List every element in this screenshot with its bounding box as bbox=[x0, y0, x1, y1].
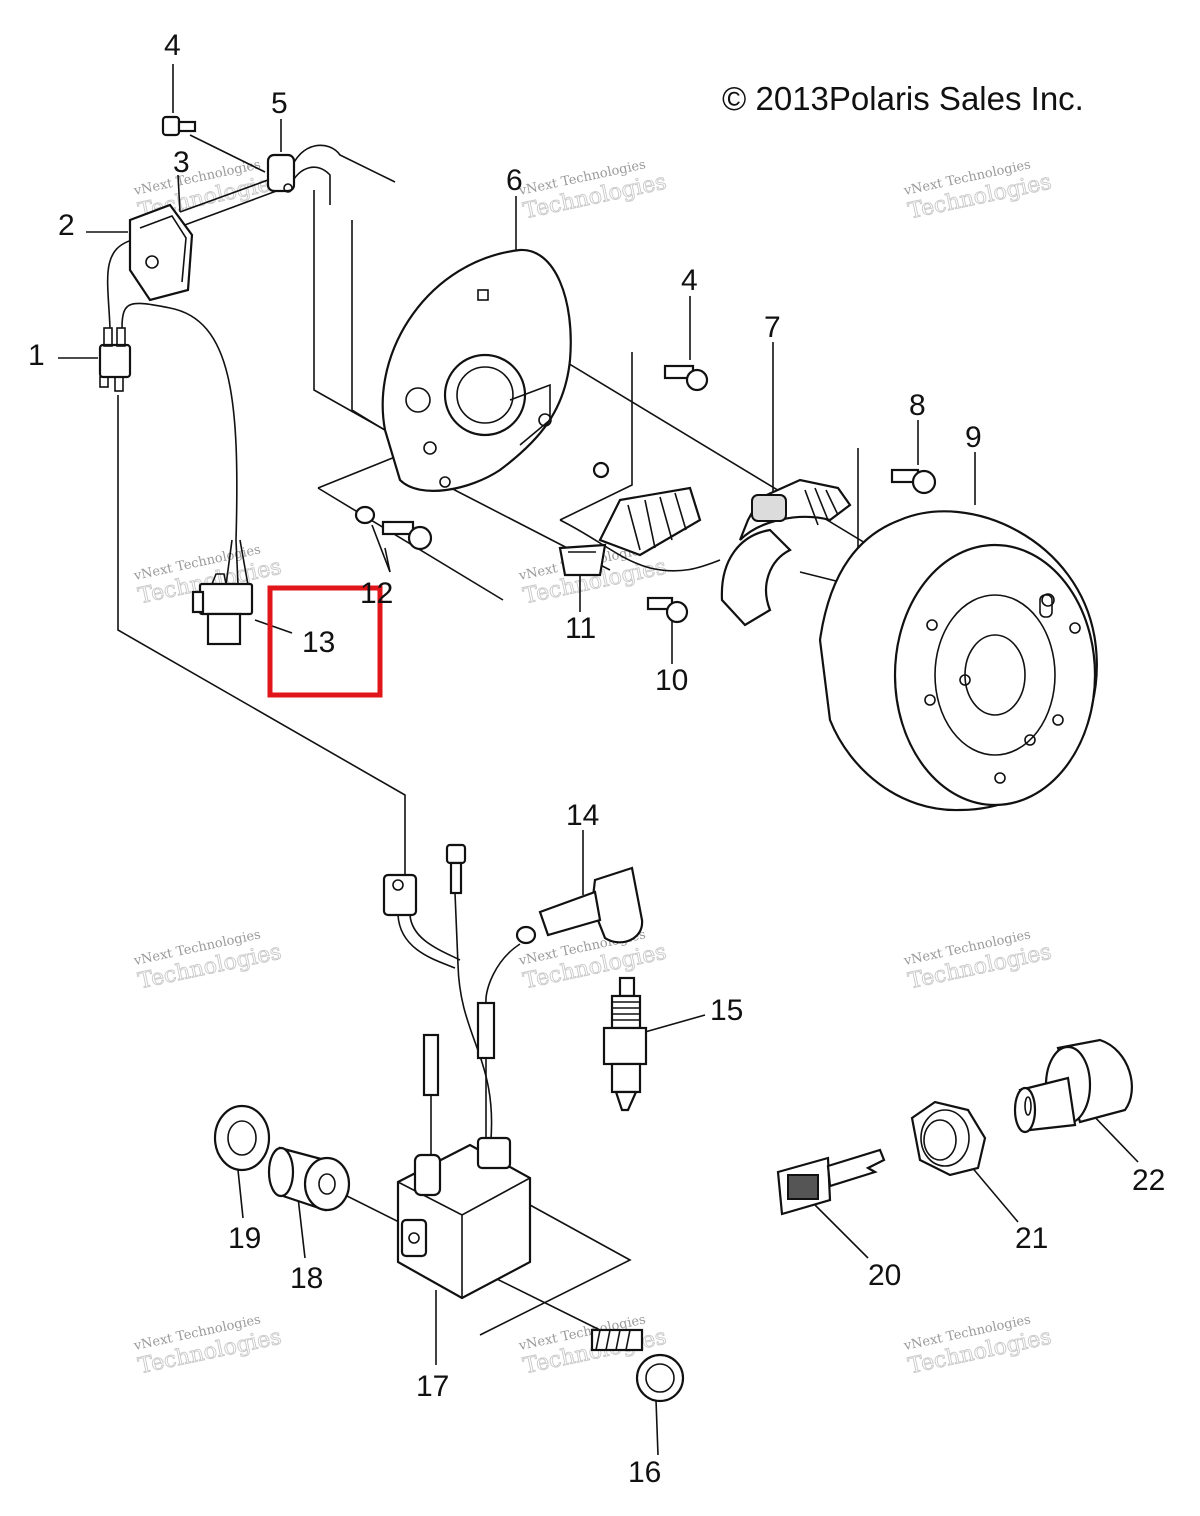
part-screw-8 bbox=[890, 468, 937, 495]
copyright-text: © 2013Polaris Sales Inc. bbox=[722, 80, 1084, 117]
callout-1[interactable]: 1 bbox=[28, 339, 45, 372]
part-nut-21 bbox=[910, 1100, 987, 1177]
watermark: vNext Technologies Technologies bbox=[517, 157, 669, 224]
part-key-20 bbox=[776, 1148, 886, 1216]
part-puller-22 bbox=[1013, 1038, 1133, 1134]
callout-12[interactable]: 12 bbox=[360, 577, 393, 610]
ignition-wires bbox=[382, 843, 496, 1175]
callout-10[interactable]: 10 bbox=[655, 664, 688, 697]
callout-2[interactable]: 2 bbox=[58, 209, 75, 242]
part-bolt-16 bbox=[590, 1328, 685, 1403]
highlight-box bbox=[267, 585, 383, 698]
watermark: vNext Technologies Technologies bbox=[132, 927, 284, 994]
part-connector-13 bbox=[191, 573, 254, 646]
callout-13[interactable]: 13 bbox=[302, 626, 335, 659]
callout-19[interactable]: 19 bbox=[228, 1222, 261, 1255]
callout-17[interactable]: 17 bbox=[416, 1370, 449, 1403]
callout-labels: 1 2 3 4 4 5 6 7 8 9 10 11 12 13 14 15 16… bbox=[28, 29, 1165, 1489]
callout-18[interactable]: 18 bbox=[290, 1262, 323, 1295]
leader-lines bbox=[58, 64, 1139, 1456]
watermark: vNext Technologies Technologies bbox=[902, 1312, 1054, 1379]
watermark: vNext Technologies Technologies bbox=[902, 927, 1054, 994]
callout-5[interactable]: 5 bbox=[271, 87, 288, 120]
part-clamp-5 bbox=[266, 153, 296, 193]
part-plug-cap-14 bbox=[485, 866, 644, 1003]
callout-11[interactable]: 11 bbox=[565, 612, 596, 645]
part-screw-4a bbox=[161, 115, 197, 137]
watermark: vNext Technologies Technologies bbox=[902, 157, 1054, 224]
part-washer-19 bbox=[213, 1104, 271, 1172]
callout-22[interactable]: 22 bbox=[1132, 1164, 1165, 1197]
callout-6[interactable]: 6 bbox=[506, 164, 523, 197]
part-screw-4b bbox=[663, 364, 709, 392]
callout-8[interactable]: 8 bbox=[909, 389, 926, 422]
part-grommet-2 bbox=[128, 203, 194, 302]
watermark: vNext Technologies Technologies bbox=[132, 1312, 284, 1379]
part-connector-1 bbox=[98, 327, 132, 392]
callout-4[interactable]: 4 bbox=[164, 29, 181, 62]
part-cdi-box-17 bbox=[396, 1136, 532, 1300]
callout-4-right[interactable]: 4 bbox=[681, 264, 698, 297]
stator-coil bbox=[559, 461, 721, 572]
part-flywheel-9 bbox=[818, 510, 1098, 812]
callout-7[interactable]: 7 bbox=[764, 311, 781, 344]
callout-14[interactable]: 14 bbox=[566, 799, 599, 832]
callout-21[interactable]: 21 bbox=[1015, 1222, 1048, 1255]
part-screw-12 bbox=[354, 505, 433, 551]
callout-15[interactable]: 15 bbox=[710, 994, 743, 1027]
part-pickup-7 bbox=[720, 478, 852, 627]
callout-20[interactable]: 20 bbox=[868, 1259, 901, 1292]
callout-16[interactable]: 16 bbox=[628, 1456, 661, 1489]
part-stator-plate-6 bbox=[381, 248, 572, 492]
part-screw-10 bbox=[646, 596, 689, 624]
watermark: vNext Technologies Technologies bbox=[517, 927, 669, 994]
part-spark-plug-15 bbox=[602, 976, 648, 1112]
callout-3[interactable]: 3 bbox=[173, 146, 190, 179]
part-clip-11 bbox=[558, 543, 607, 577]
callout-9[interactable]: 9 bbox=[965, 421, 982, 454]
part-bushing-18 bbox=[267, 1146, 351, 1212]
